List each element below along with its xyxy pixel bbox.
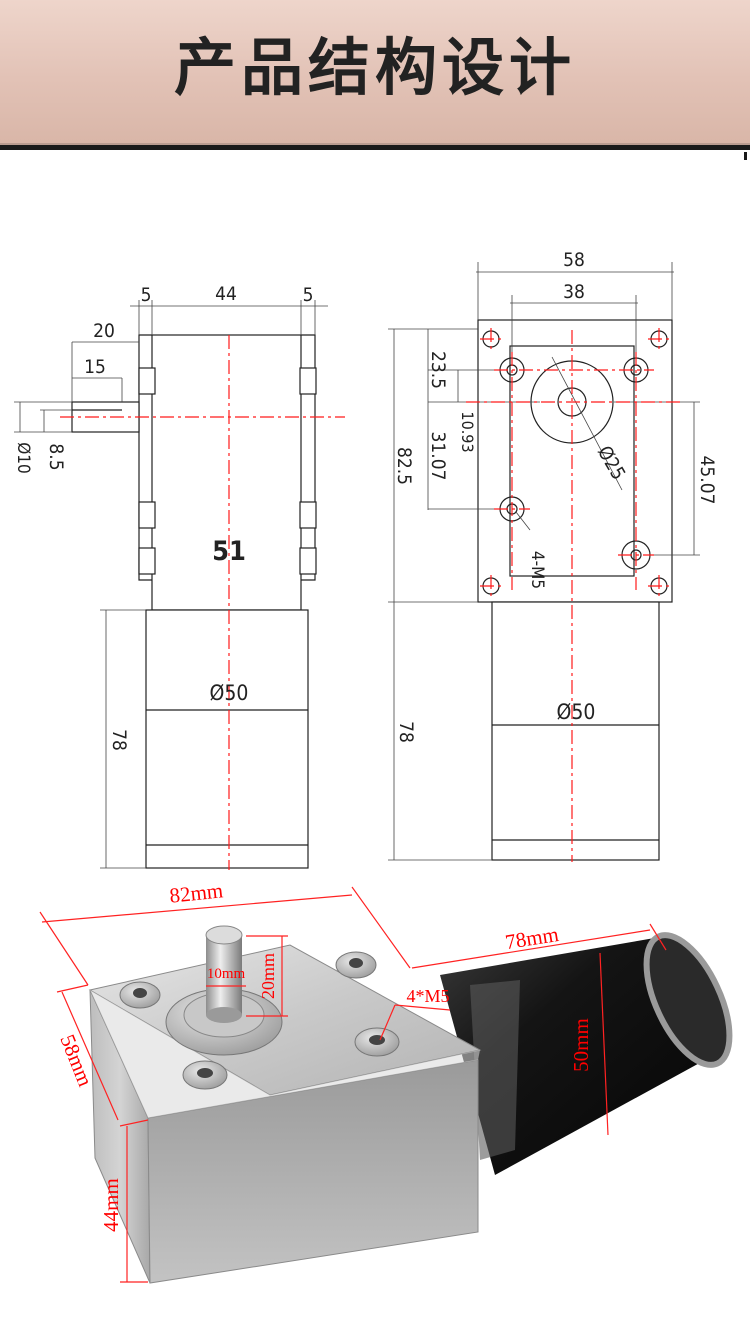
side-screw-boss <box>138 367 156 395</box>
photo-label-shaft-len: 20mm <box>258 953 278 999</box>
photo-output-shaft <box>206 935 242 1015</box>
dim-front-hole-offset: 31.07 <box>427 432 449 481</box>
photo-gearbox-edge <box>90 990 480 1118</box>
photo-label-motor-dia: 50mm <box>569 1018 593 1072</box>
header-banner: 产品结构设计 <box>0 0 750 160</box>
dim-front-shaft-offset: 10.93 <box>458 411 477 452</box>
side-view-dims: 5 44 5 20 15 8.5 Ø10 51 Ø50 78 <box>13 283 313 751</box>
dim-side-right-gap: 5 <box>303 284 314 306</box>
header-band <box>0 0 750 145</box>
dim-front-height: 82.5 <box>393 447 415 485</box>
front-view-dims: 58 38 23.5 10.93 31.07 82.5 Ø25 45.07 4-… <box>393 249 718 743</box>
dim-front-outer-width: 58 <box>563 249 585 271</box>
dim-front-right-hole-offset: 45.07 <box>696 456 718 505</box>
front-view-drawing <box>388 262 700 861</box>
dim-side-shaft-key: 15 <box>84 356 106 378</box>
side-view-centerlines <box>60 335 345 870</box>
photo-label-height: 44mm <box>99 1178 123 1232</box>
dim-front-hole-spacing: 38 <box>563 281 585 303</box>
photo-label-thread: 4*M5 <box>406 986 449 1006</box>
dim-front-motor-dia: Ø50 <box>557 700 596 724</box>
photo-shaft-top <box>205 925 243 945</box>
side-view-drawing <box>14 300 328 869</box>
side-screw-boss <box>138 501 156 529</box>
front-motor-outline <box>491 601 660 861</box>
dim-front-top-offset: 23.5 <box>427 351 449 389</box>
dim-front-thread: 4-M5 <box>527 551 547 589</box>
side-gearbox-outline <box>151 334 302 611</box>
dim-side-motor-len: 78 <box>108 729 130 751</box>
header-tick <box>744 152 747 160</box>
photo-label-motor-len: 78mm <box>504 922 561 954</box>
page-title: 产品结构设计 <box>173 31 576 104</box>
side-screw-boss <box>299 367 317 395</box>
side-flange-left <box>138 334 152 581</box>
photo-label-shaft-dia: 10mm <box>207 966 246 982</box>
dim-side-motor-dia: Ø50 <box>210 681 249 705</box>
photo-dimension-lines <box>39 886 667 1283</box>
dim-front-motor-len: 78 <box>395 721 417 743</box>
side-screw-boss <box>138 547 156 575</box>
side-screw-boss <box>299 547 317 575</box>
photo-motor-highlight <box>470 980 520 1160</box>
header-rule <box>0 145 750 150</box>
dim-side-shaft-total: 20 <box>93 320 115 342</box>
dim-side-width-top: 44 <box>215 283 237 305</box>
side-screw-boss <box>299 501 317 529</box>
dim-side-body-width: 51 <box>212 536 246 567</box>
front-view-centerlines <box>466 328 684 862</box>
photo-gearbox-front <box>147 1059 479 1284</box>
dim-side-left-gap: 5 <box>141 284 152 306</box>
dim-side-shaft-flat: 8.5 <box>45 443 67 470</box>
photo-label-length: 82mm <box>168 878 224 907</box>
product-photo <box>88 925 733 1284</box>
side-flange-right <box>301 334 316 581</box>
side-motor-outline <box>145 609 309 869</box>
dim-side-shaft-dia: Ø10 <box>13 442 33 474</box>
